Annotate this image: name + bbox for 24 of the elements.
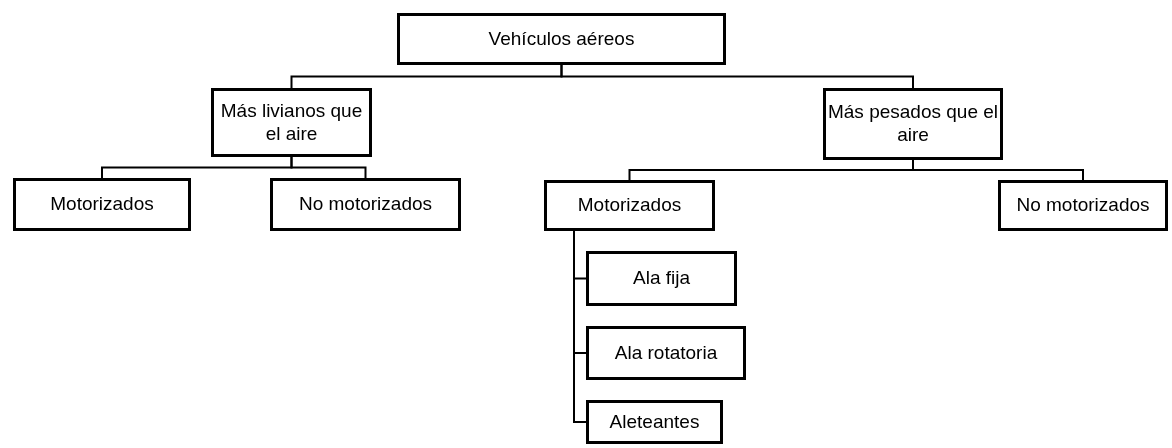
category-label: Motorizados xyxy=(577,194,682,217)
category-box xyxy=(397,13,726,65)
category-box xyxy=(13,178,191,231)
category-box xyxy=(270,178,461,231)
category-label: Más pesados que el aire xyxy=(826,101,1000,147)
category-box xyxy=(998,180,1168,231)
connector-line xyxy=(290,156,367,179)
category-box xyxy=(586,400,723,444)
category-label: Motorizados xyxy=(50,193,154,216)
category-box xyxy=(544,180,715,231)
category-box xyxy=(586,326,746,380)
category-label: No motorizados xyxy=(1016,194,1150,217)
category-box xyxy=(823,88,1003,160)
category-label: Vehículos aéreos xyxy=(488,27,635,51)
category-label: Ala rotatoria xyxy=(614,341,718,365)
connector-line xyxy=(573,230,587,423)
connector-line xyxy=(560,64,914,89)
connector-line xyxy=(912,159,1084,181)
category-label: No motorizados xyxy=(298,193,433,216)
category-box xyxy=(211,88,372,157)
category-label: Ala fija xyxy=(633,267,690,290)
category-box xyxy=(586,251,737,306)
category-label: Más livianos que el aire xyxy=(219,99,364,146)
category-label: Aleteantes xyxy=(609,410,700,434)
